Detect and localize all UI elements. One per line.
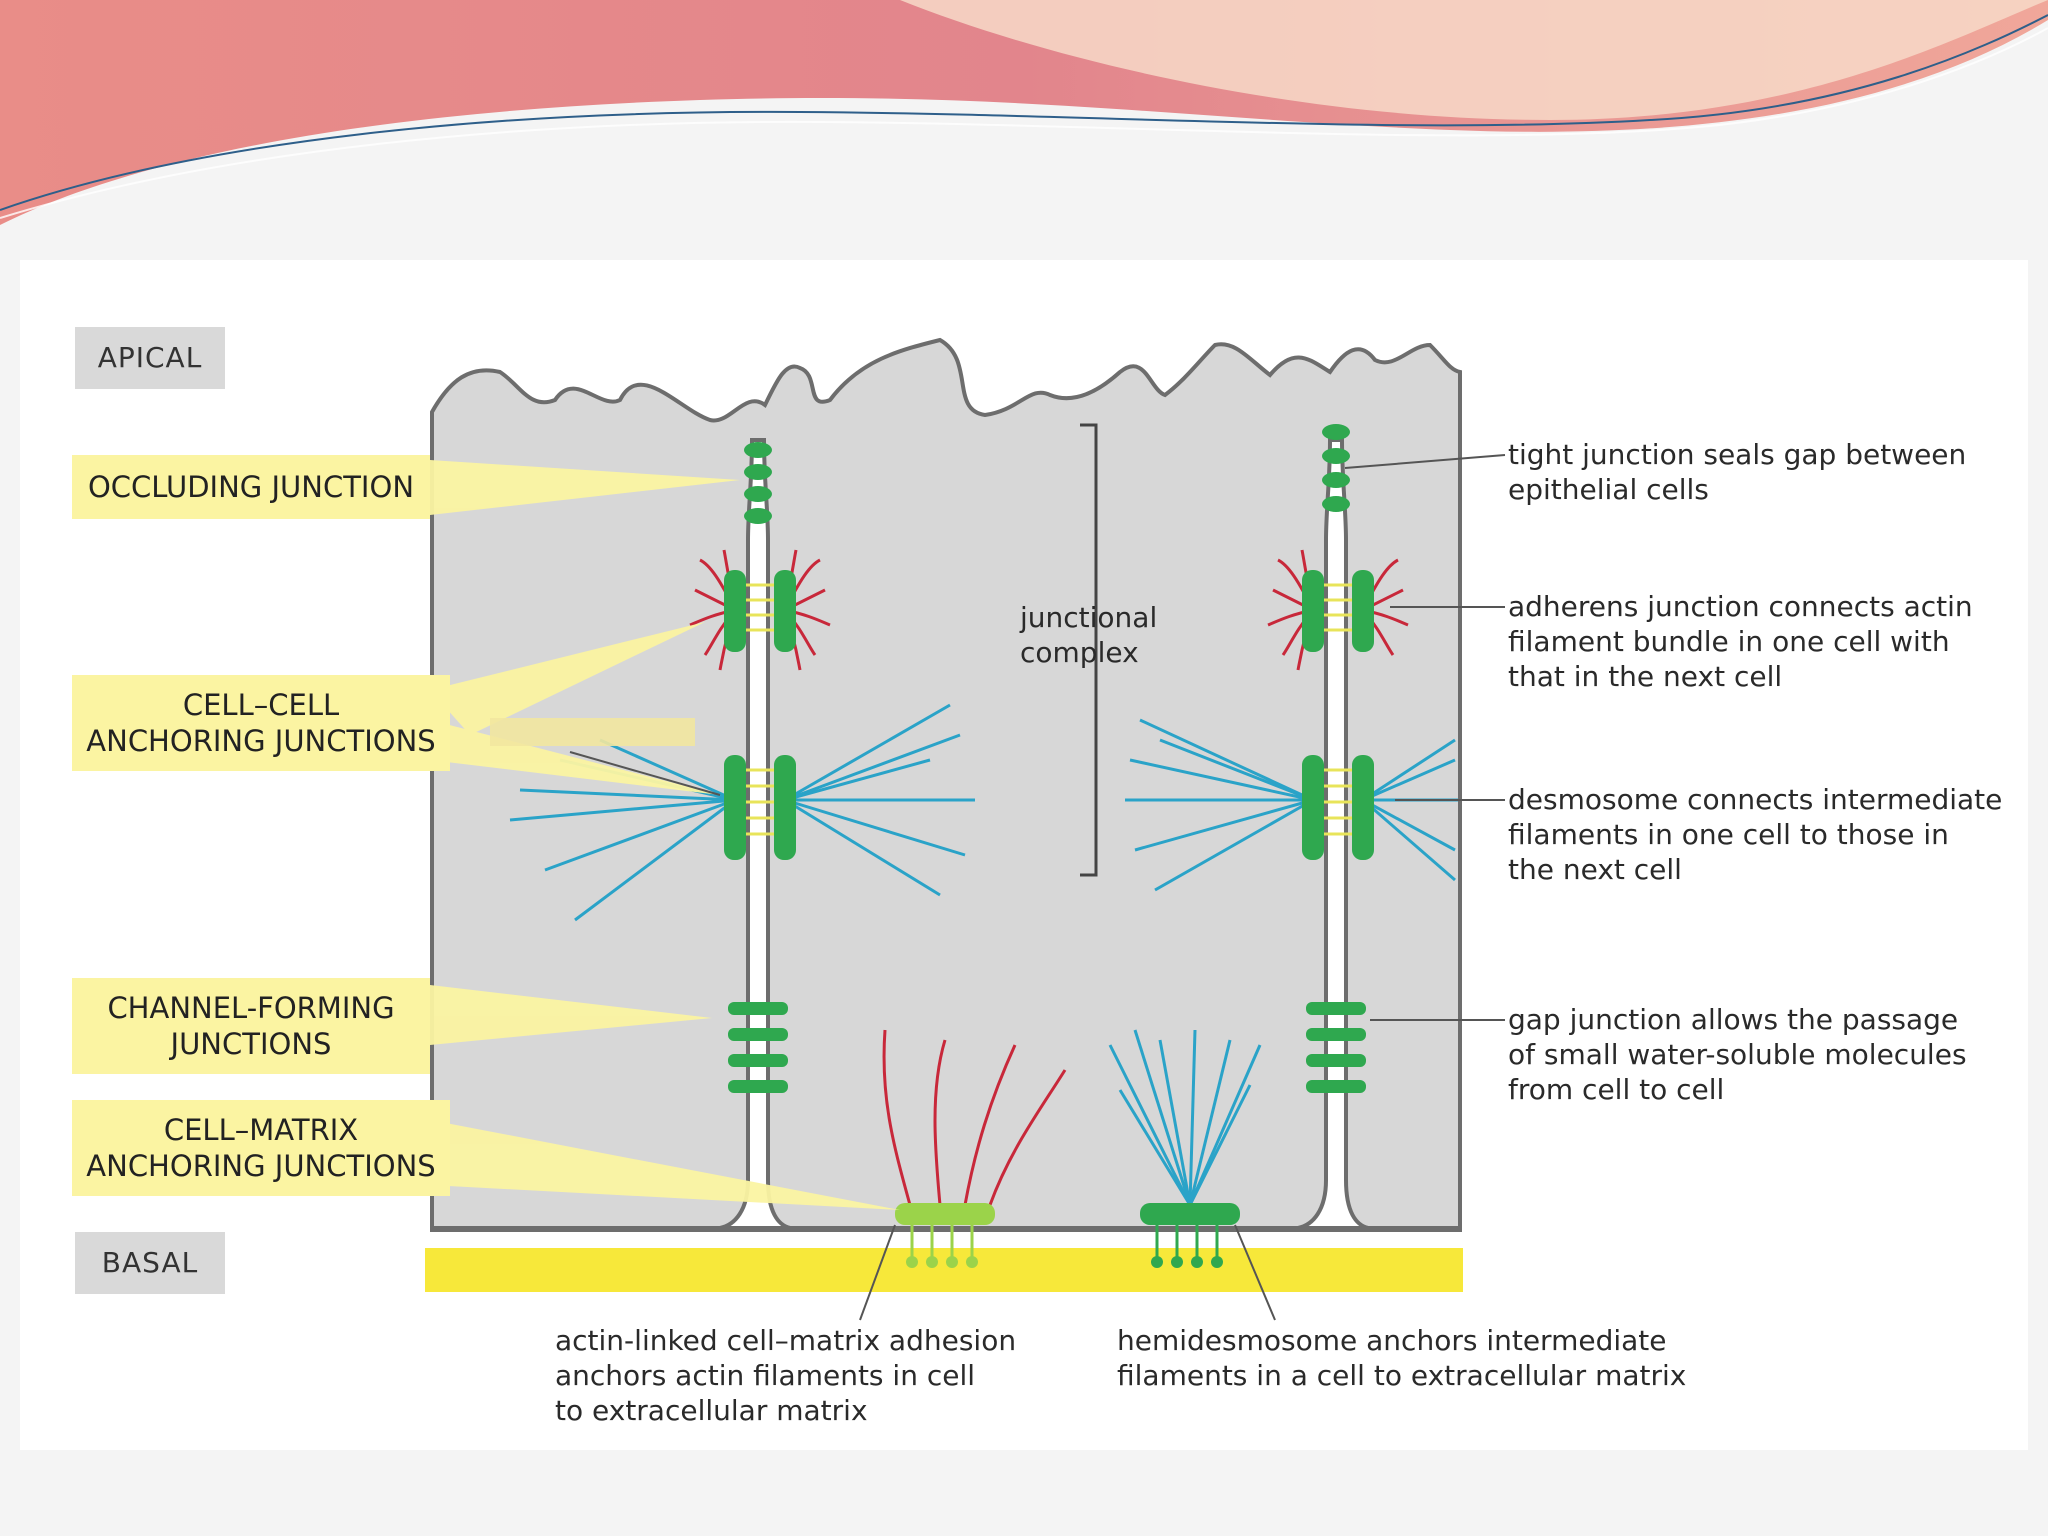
actin-linked-line-3: to extracellular matrix bbox=[555, 1394, 868, 1427]
slide-header-banner bbox=[0, 0, 2048, 225]
actin-linked-line-1: actin-linked cell–matrix adhesion bbox=[555, 1324, 1017, 1357]
occluding-junction-callout: OCCLUDING JUNCTION bbox=[72, 455, 430, 519]
intermediate-filaments-hemidesmosome bbox=[1108, 1029, 1262, 1206]
cell-matrix-line-2: ANCHORING JUNCTIONS bbox=[86, 1149, 436, 1183]
epithelial-cells bbox=[430, 337, 1462, 1232]
gap-line-1: gap junction allows the passage bbox=[1508, 1003, 1959, 1036]
desmosome-annotation: desmosome connects intermediate filament… bbox=[1508, 782, 2002, 887]
gap-junction-annotation: gap junction allows the passage of small… bbox=[1508, 1002, 1967, 1107]
hemidesmosome-line-2: filaments in a cell to extracellular mat… bbox=[1117, 1359, 1687, 1392]
junctional-complex-bracket bbox=[1080, 423, 1098, 877]
gap-junction-left bbox=[728, 1002, 788, 1093]
channel-forming-callout: CHANNEL-FORMING JUNCTIONS bbox=[72, 978, 430, 1074]
tight-junction-annotation: tight junction seals gap between epithel… bbox=[1508, 437, 1966, 507]
apical-label: APICAL bbox=[75, 327, 225, 389]
adherens-junction-annotation: adherens junction connects actin filamen… bbox=[1508, 589, 1973, 694]
cell-cell-line-1: CELL–CELL bbox=[182, 688, 340, 722]
leader-lines bbox=[569, 454, 1506, 1321]
adherens-line-1: adherens junction connects actin bbox=[1508, 590, 1973, 623]
basal-lamina bbox=[425, 1248, 1463, 1292]
actin-filaments-matrix bbox=[882, 1029, 1067, 1206]
hemidesmosome-annotation: hemidesmosome anchors intermediate filam… bbox=[1117, 1323, 1686, 1393]
tight-junction-right bbox=[1322, 424, 1350, 512]
desmosome-line-2: filaments in one cell to those in bbox=[1508, 818, 1949, 851]
gap-junction-right bbox=[1306, 1002, 1366, 1093]
cell-matrix-line-1: CELL–MATRIX bbox=[163, 1113, 359, 1147]
desmosome-line-3: the next cell bbox=[1508, 853, 1682, 886]
occluding-junction-label: OCCLUDING JUNCTION bbox=[87, 470, 415, 504]
hemidesmosome-plaque bbox=[1140, 1203, 1240, 1225]
actin-linked-line-2: anchors actin filaments in cell bbox=[555, 1359, 976, 1392]
focal-adhesion-plaque bbox=[895, 1203, 995, 1225]
channel-line-1: CHANNEL-FORMING bbox=[107, 991, 395, 1025]
cell-cell-line-2: ANCHORING JUNCTIONS bbox=[86, 724, 436, 758]
desmosome-line-1: desmosome connects intermediate bbox=[1508, 783, 2003, 816]
cell-cell-anchoring-callout: CELL–CELL ANCHORING JUNCTIONS bbox=[72, 675, 450, 771]
cell-matrix-anchoring-callout: CELL–MATRIX ANCHORING JUNCTIONS bbox=[72, 1100, 450, 1196]
gap-line-3: from cell to cell bbox=[1508, 1073, 1725, 1106]
adherens-junction-left bbox=[724, 570, 796, 652]
junctional-complex-label: junctional complex bbox=[1020, 600, 1157, 670]
tight-line-2: epithelial cells bbox=[1508, 473, 1709, 506]
adherens-line-2: filament bundle in one cell with bbox=[1508, 625, 1950, 658]
adherens-junction-right bbox=[1302, 570, 1374, 652]
gap-line-2: of small water-soluble molecules bbox=[1508, 1038, 1967, 1071]
tight-junction-left bbox=[744, 442, 772, 524]
junctional-line-2: complex bbox=[1020, 636, 1139, 669]
hemidesmosome-line-1: hemidesmosome anchors intermediate bbox=[1117, 1324, 1667, 1357]
actin-linked-adhesion-annotation: actin-linked cell–matrix adhesion anchor… bbox=[555, 1323, 1016, 1428]
adherens-line-3: that in the next cell bbox=[1508, 660, 1783, 693]
desmosome-right bbox=[1302, 755, 1374, 860]
desmosome-left bbox=[724, 755, 796, 860]
intermediate-filaments-desmosome bbox=[509, 703, 1458, 922]
basal-label: BASAL bbox=[75, 1232, 225, 1294]
channel-line-2: JUNCTIONS bbox=[170, 1027, 332, 1061]
junctional-line-1: junctional bbox=[1020, 601, 1158, 634]
tight-line-1: tight junction seals gap between bbox=[1508, 438, 1967, 471]
callout-wedges bbox=[430, 460, 900, 1210]
